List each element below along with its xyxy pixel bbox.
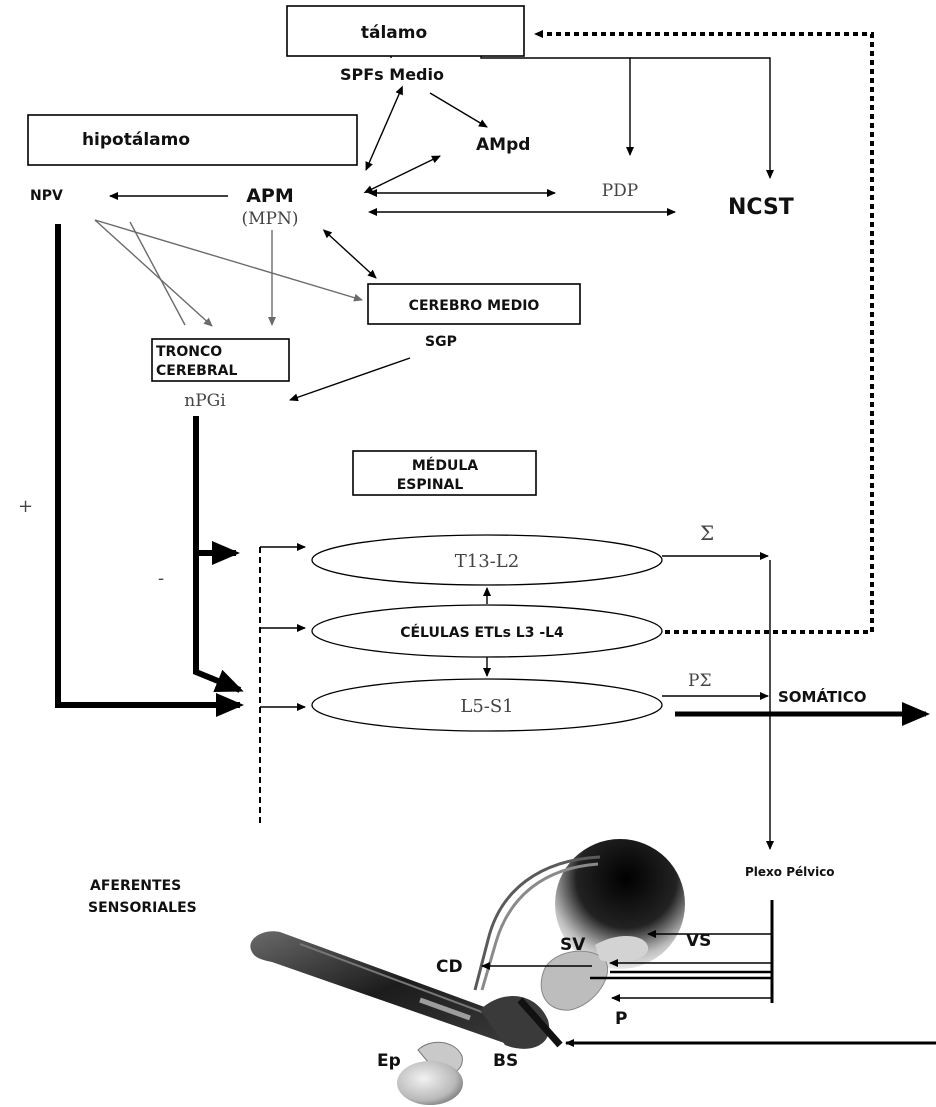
hipotalamo-box: hipotálamo xyxy=(28,115,357,165)
p-label: P xyxy=(615,1009,627,1029)
npgi-label: nPGi xyxy=(184,391,226,411)
cerebro-medio-box: CEREBRO MEDIO xyxy=(368,284,580,324)
bs-label: BS xyxy=(493,1051,518,1071)
l5-s1-label: L5-S1 xyxy=(460,696,513,717)
p-sigma-label: PΣ xyxy=(688,671,711,691)
sensoriales-label: SENSORIALES xyxy=(88,900,197,916)
sv-label: SV xyxy=(560,935,586,955)
hipotalamo-label: hipotálamo xyxy=(82,130,190,150)
tronco-cerebral-box: TRONCO CEREBRAL xyxy=(152,339,289,381)
medula-espinal-box: MÉDULA ESPINAL xyxy=(353,451,536,495)
ncst-label: NCST xyxy=(728,195,794,220)
cerebro-medio-label: CEREBRO MEDIO xyxy=(409,298,540,314)
cd-label: CD xyxy=(436,957,463,977)
ep-label: Ep xyxy=(377,1051,401,1071)
talamo-box: tálamo xyxy=(287,6,524,56)
descending-pathways xyxy=(58,224,240,705)
talamo-label: tálamo xyxy=(361,23,427,43)
aferentes-label: AFERENTES xyxy=(90,878,181,894)
somatico-label: SOMÁTICO xyxy=(778,687,867,706)
spf-medio-label: SPFs Medio xyxy=(340,65,444,84)
plus-sign: + xyxy=(18,496,33,517)
apm-label: APM xyxy=(246,185,294,207)
sigma-label: Σ xyxy=(700,521,714,545)
tronco-label: TRONCO xyxy=(156,344,222,360)
npv-label: NPV xyxy=(30,188,63,204)
minus-sign: - xyxy=(158,568,164,589)
t13-l2-label: T13-L2 xyxy=(455,551,519,572)
celulas-etl-label: CÉLULAS ETLs L3 -L4 xyxy=(400,624,564,641)
afferent-pathway xyxy=(260,547,305,826)
pdp-label: PDP xyxy=(602,181,639,201)
t13-l2-node: T13-L2 xyxy=(312,535,662,585)
medula-label: MÉDULA xyxy=(412,457,478,474)
celulas-etl-node: CÉLULAS ETLs L3 -L4 xyxy=(312,605,662,657)
cerebral-label: CEREBRAL xyxy=(156,363,237,379)
l5-s1-node: L5-S1 xyxy=(312,679,662,731)
ampd-label: AMpd xyxy=(476,135,530,155)
mpn-label: (MPN) xyxy=(242,209,299,229)
sgp-label: SGP xyxy=(425,334,457,350)
espinal-label: ESPINAL xyxy=(397,477,464,493)
vs-label: VS xyxy=(686,931,711,951)
plexo-pelvico-label: Plexo Pélvico xyxy=(745,865,835,879)
